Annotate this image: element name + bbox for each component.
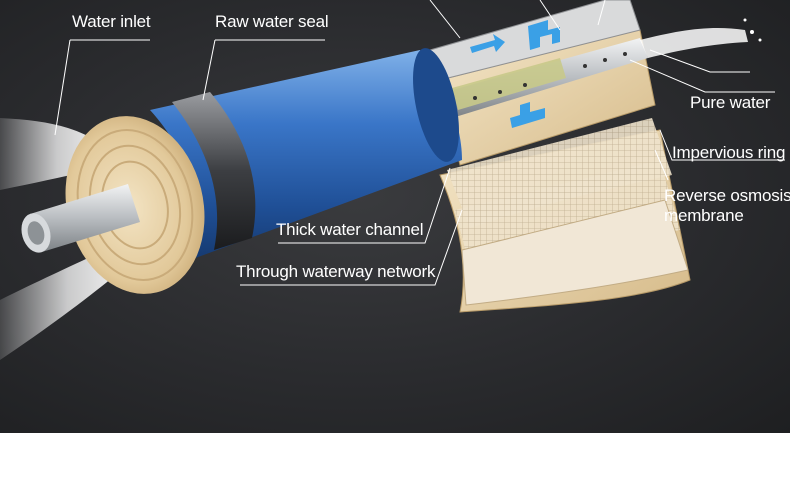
leader-top-3 bbox=[597, 0, 606, 26]
pure-water-spray bbox=[640, 18, 762, 58]
leader-thick-water-channel bbox=[278, 167, 451, 244]
flow-arrows bbox=[470, 20, 560, 128]
leader-water-inlet-pointer bbox=[54, 39, 71, 136]
leader-top-1 bbox=[429, 0, 461, 39]
label-ro-membrane: Reverse osmosis membrane bbox=[664, 186, 790, 225]
leader-pure-water bbox=[629, 59, 775, 93]
permeate-tube bbox=[445, 38, 648, 118]
label-raw-water-seal: Raw water seal bbox=[215, 12, 329, 31]
label-pure-water: Pure water bbox=[690, 93, 771, 112]
center-tube bbox=[21, 184, 140, 253]
label-thick-water-channel: Thick water channel bbox=[276, 220, 424, 239]
ro-membrane-illustration bbox=[0, 0, 785, 360]
leader-lines bbox=[54, 0, 785, 286]
leader-spray bbox=[649, 49, 750, 73]
leader-ro-membrane bbox=[654, 149, 669, 181]
raw-water-seal-ring bbox=[172, 92, 256, 250]
spiral-end-cap bbox=[65, 116, 205, 294]
leader-through-waterway-network bbox=[240, 209, 463, 286]
membrane-layers bbox=[429, 0, 691, 313]
label-impervious-ring: Impervious ring bbox=[672, 143, 786, 162]
leader-top-2 bbox=[539, 0, 561, 31]
label-water-inlet: Water inlet bbox=[72, 12, 151, 31]
diagram-canvas: Water inlet Raw water seal Pure water Im… bbox=[0, 0, 790, 433]
leader-raw-water-seal-pointer bbox=[202, 39, 216, 101]
leader-impervious-ring bbox=[659, 129, 785, 161]
label-through-waterway-network: Through waterway network bbox=[236, 262, 436, 281]
blank-footer bbox=[0, 433, 790, 496]
